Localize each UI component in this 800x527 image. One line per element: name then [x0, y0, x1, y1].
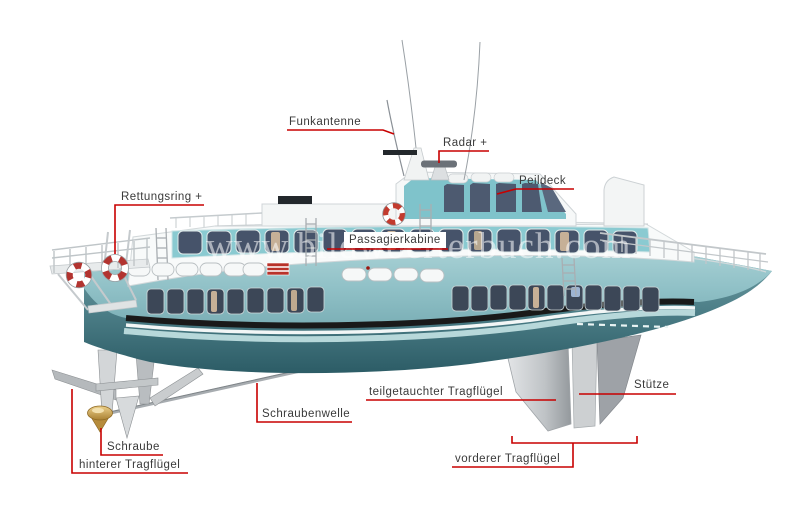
leader-peildeck	[496, 188, 574, 195]
label-hinterer-tragfluegel: hinterer Tragflügel	[79, 459, 181, 471]
funnel	[603, 176, 645, 227]
label-rettungsring: Rettungsring +	[121, 191, 203, 203]
whip-antenna-right	[463, 41, 481, 181]
leader-vorderer-tragfluegel	[452, 443, 574, 468]
label-vorderer-tragfluegel: vorderer Tragflügel	[455, 453, 561, 465]
foredeck-railing	[599, 232, 769, 271]
leader-lines	[71, 129, 676, 474]
mast-crossbar	[383, 150, 417, 155]
radar-mast	[383, 39, 481, 181]
life-ring-stern-2	[65, 261, 93, 289]
aft-deck-block	[169, 196, 399, 228]
porthole-dot	[366, 266, 370, 270]
label-radar: Radar +	[443, 137, 488, 149]
label-schraube: Schraube	[107, 441, 160, 453]
hull-windows	[146, 284, 660, 315]
freeing-ports	[576, 322, 669, 329]
foil-strut	[571, 340, 598, 429]
leader-hinterer-tragfluegel	[71, 389, 188, 474]
leader-schraubenwelle	[256, 383, 352, 423]
label-peildeck: Peildeck	[519, 175, 567, 187]
aft-deck-rail	[169, 212, 263, 219]
radar-scanner	[421, 160, 457, 168]
label-passagierkabine: Passagierkabine	[344, 232, 446, 248]
pilothouse	[395, 171, 577, 227]
propeller	[87, 405, 113, 433]
label-stuetze: Stütze	[634, 379, 670, 391]
leader-rettungsring	[114, 204, 204, 254]
whip-antenna-left	[401, 39, 417, 149]
leader-radar	[438, 150, 489, 163]
boot-top-teal	[123, 309, 696, 343]
leader-schraube	[100, 428, 163, 456]
label-schraubenwelle: Schraubenwelle	[262, 408, 351, 420]
rear-hydrofoil	[51, 349, 204, 440]
hazard-sign	[266, 262, 290, 276]
life-ring-stern	[101, 254, 129, 282]
radio-antenna	[386, 99, 405, 177]
deck-vent	[278, 196, 312, 204]
leader-funkantenne	[287, 129, 395, 135]
label-funkantenne: Funkantenne	[289, 116, 362, 128]
label-teilgetauchter-tragfluegel: teilgetauchter Tragflügel	[369, 386, 503, 398]
bracket-vorderer-tragfluegel	[511, 436, 638, 444]
life-ring-upper-deck	[382, 202, 406, 226]
